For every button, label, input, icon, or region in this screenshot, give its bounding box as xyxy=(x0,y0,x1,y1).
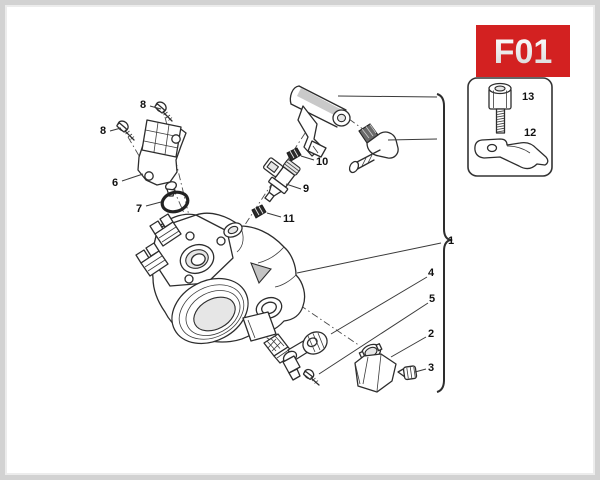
callout-12: 12 xyxy=(524,127,536,139)
callout-labels: 1 2 3 4 5 6 7 8 8 9 10 11 xyxy=(100,99,454,374)
venturi-bore xyxy=(171,277,249,345)
bracket-brace-1 xyxy=(436,93,454,393)
callout-7: 7 xyxy=(136,203,142,215)
callout-9: 9 xyxy=(303,183,309,195)
callout-6: 6 xyxy=(112,177,118,189)
callout-5: 5 xyxy=(429,293,435,305)
leader-lines xyxy=(109,94,527,375)
fuel-rail-cap xyxy=(289,85,351,158)
inset-box: 13 12 xyxy=(467,77,553,177)
throttle-body xyxy=(135,212,306,345)
sensor-2 xyxy=(354,343,397,393)
callout-13: 13 xyxy=(522,91,534,103)
screw-8b xyxy=(116,120,135,141)
seal-11 xyxy=(251,204,267,219)
tps-sensor-4 xyxy=(263,331,328,381)
o-ring-7 xyxy=(160,190,190,214)
screw-5 xyxy=(302,368,320,386)
idle-air-valve-6 xyxy=(137,119,187,197)
badge-background xyxy=(476,25,570,77)
injector-9 xyxy=(262,157,301,203)
screw-3 xyxy=(397,365,418,381)
callout-3: 3 xyxy=(428,362,434,374)
elbow-fitting xyxy=(348,123,399,174)
callout-8a: 8 xyxy=(140,99,146,111)
inset-bracket-12 xyxy=(474,138,549,170)
injector-port xyxy=(223,222,243,238)
idle-passage-block xyxy=(242,311,277,342)
callout-11: 11 xyxy=(283,213,295,225)
page-code-badge: F01 xyxy=(476,25,570,77)
mounting-prongs xyxy=(135,213,182,277)
seal-10 xyxy=(286,147,302,162)
inset-screw-13 xyxy=(488,82,512,134)
screw-8a xyxy=(154,101,173,122)
callout-4: 4 xyxy=(428,267,435,279)
callout-10: 10 xyxy=(316,156,328,168)
callout-8b: 8 xyxy=(100,125,106,137)
page-code-text: F01 xyxy=(494,33,553,71)
callout-1: 1 xyxy=(448,235,454,247)
body-triangle-mark xyxy=(250,262,272,285)
callout-2: 2 xyxy=(428,328,434,340)
